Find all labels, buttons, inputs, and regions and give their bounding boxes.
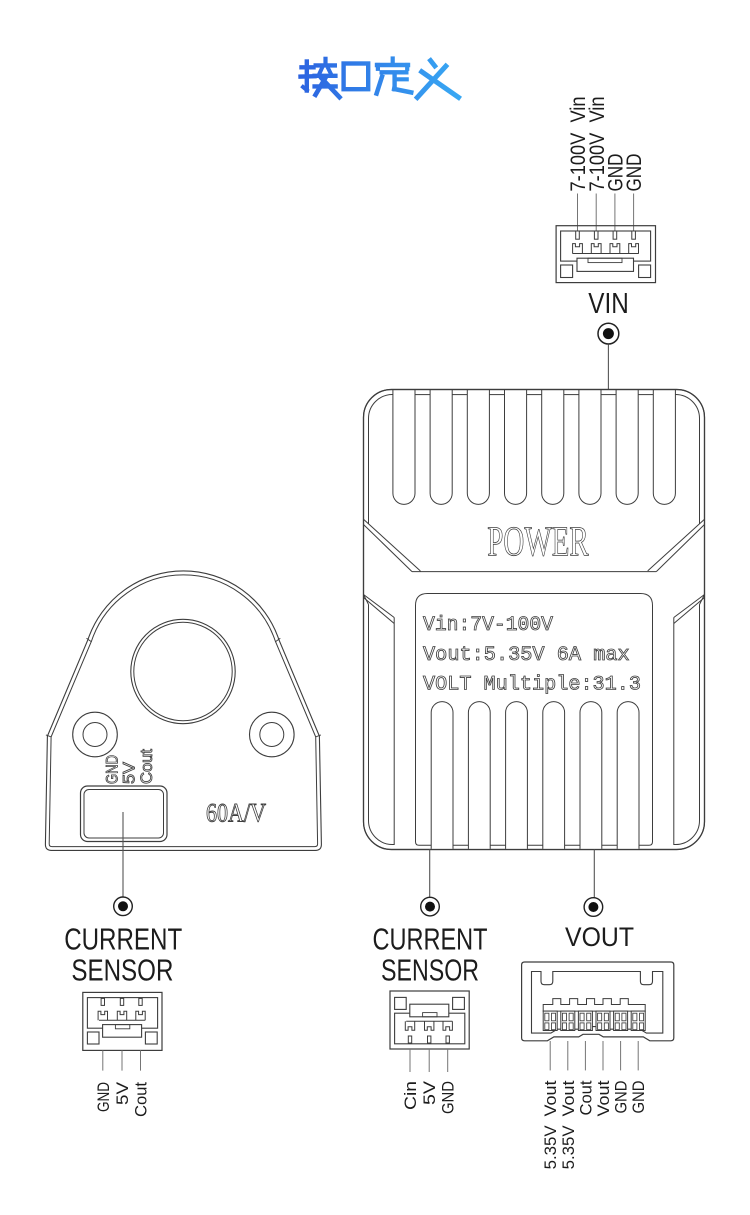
svg-text:5V: 5V	[120, 762, 138, 784]
svg-text:GND: GND	[103, 755, 121, 784]
svg-text:GND: GND	[613, 1080, 631, 1113]
svg-text:Cout: Cout	[577, 1080, 595, 1115]
svg-text:SENSOR: SENSOR	[381, 954, 479, 988]
svg-text:Cout: Cout	[133, 1082, 151, 1117]
svg-text:Vout:5.35V 6A max: Vout:5.35V 6A max	[423, 644, 630, 667]
svg-text:5.35V: 5.35V	[560, 1125, 578, 1169]
svg-text:VIN: VIN	[588, 288, 629, 320]
svg-text:Vin:7V-100V: Vin:7V-100V	[423, 614, 554, 637]
svg-text:60A/V: 60A/V	[206, 799, 266, 828]
svg-text:5.35V: 5.35V	[542, 1125, 560, 1169]
svg-text:5V: 5V	[114, 1082, 132, 1105]
svg-text:Cout: Cout	[138, 749, 156, 784]
svg-text:GND: GND	[95, 1082, 113, 1112]
svg-text:5V: 5V	[421, 1081, 439, 1105]
svg-text:VOUT: VOUT	[565, 922, 634, 952]
svg-text:GND: GND	[623, 154, 646, 192]
svg-text:CURRENT: CURRENT	[64, 922, 182, 956]
svg-text:7-100V Vin: 7-100V Vin	[567, 97, 590, 192]
svg-text:POWER: POWER	[487, 519, 589, 566]
svg-text:GND: GND	[630, 1080, 648, 1113]
svg-text:SENSOR: SENSOR	[71, 954, 173, 988]
svg-text:VOLT Multiple:31.3: VOLT Multiple:31.3	[423, 674, 641, 697]
svg-text:Vout: Vout	[542, 1080, 560, 1116]
svg-text:Cin: Cin	[402, 1081, 420, 1110]
svg-text:Vout: Vout	[595, 1080, 613, 1116]
svg-text:CURRENT: CURRENT	[373, 922, 488, 956]
svg-text:Vout: Vout	[560, 1080, 578, 1116]
svg-text:7-100V Vin: 7-100V Vin	[586, 97, 609, 192]
svg-text:GND: GND	[440, 1081, 458, 1114]
svg-text:GND: GND	[605, 154, 628, 192]
